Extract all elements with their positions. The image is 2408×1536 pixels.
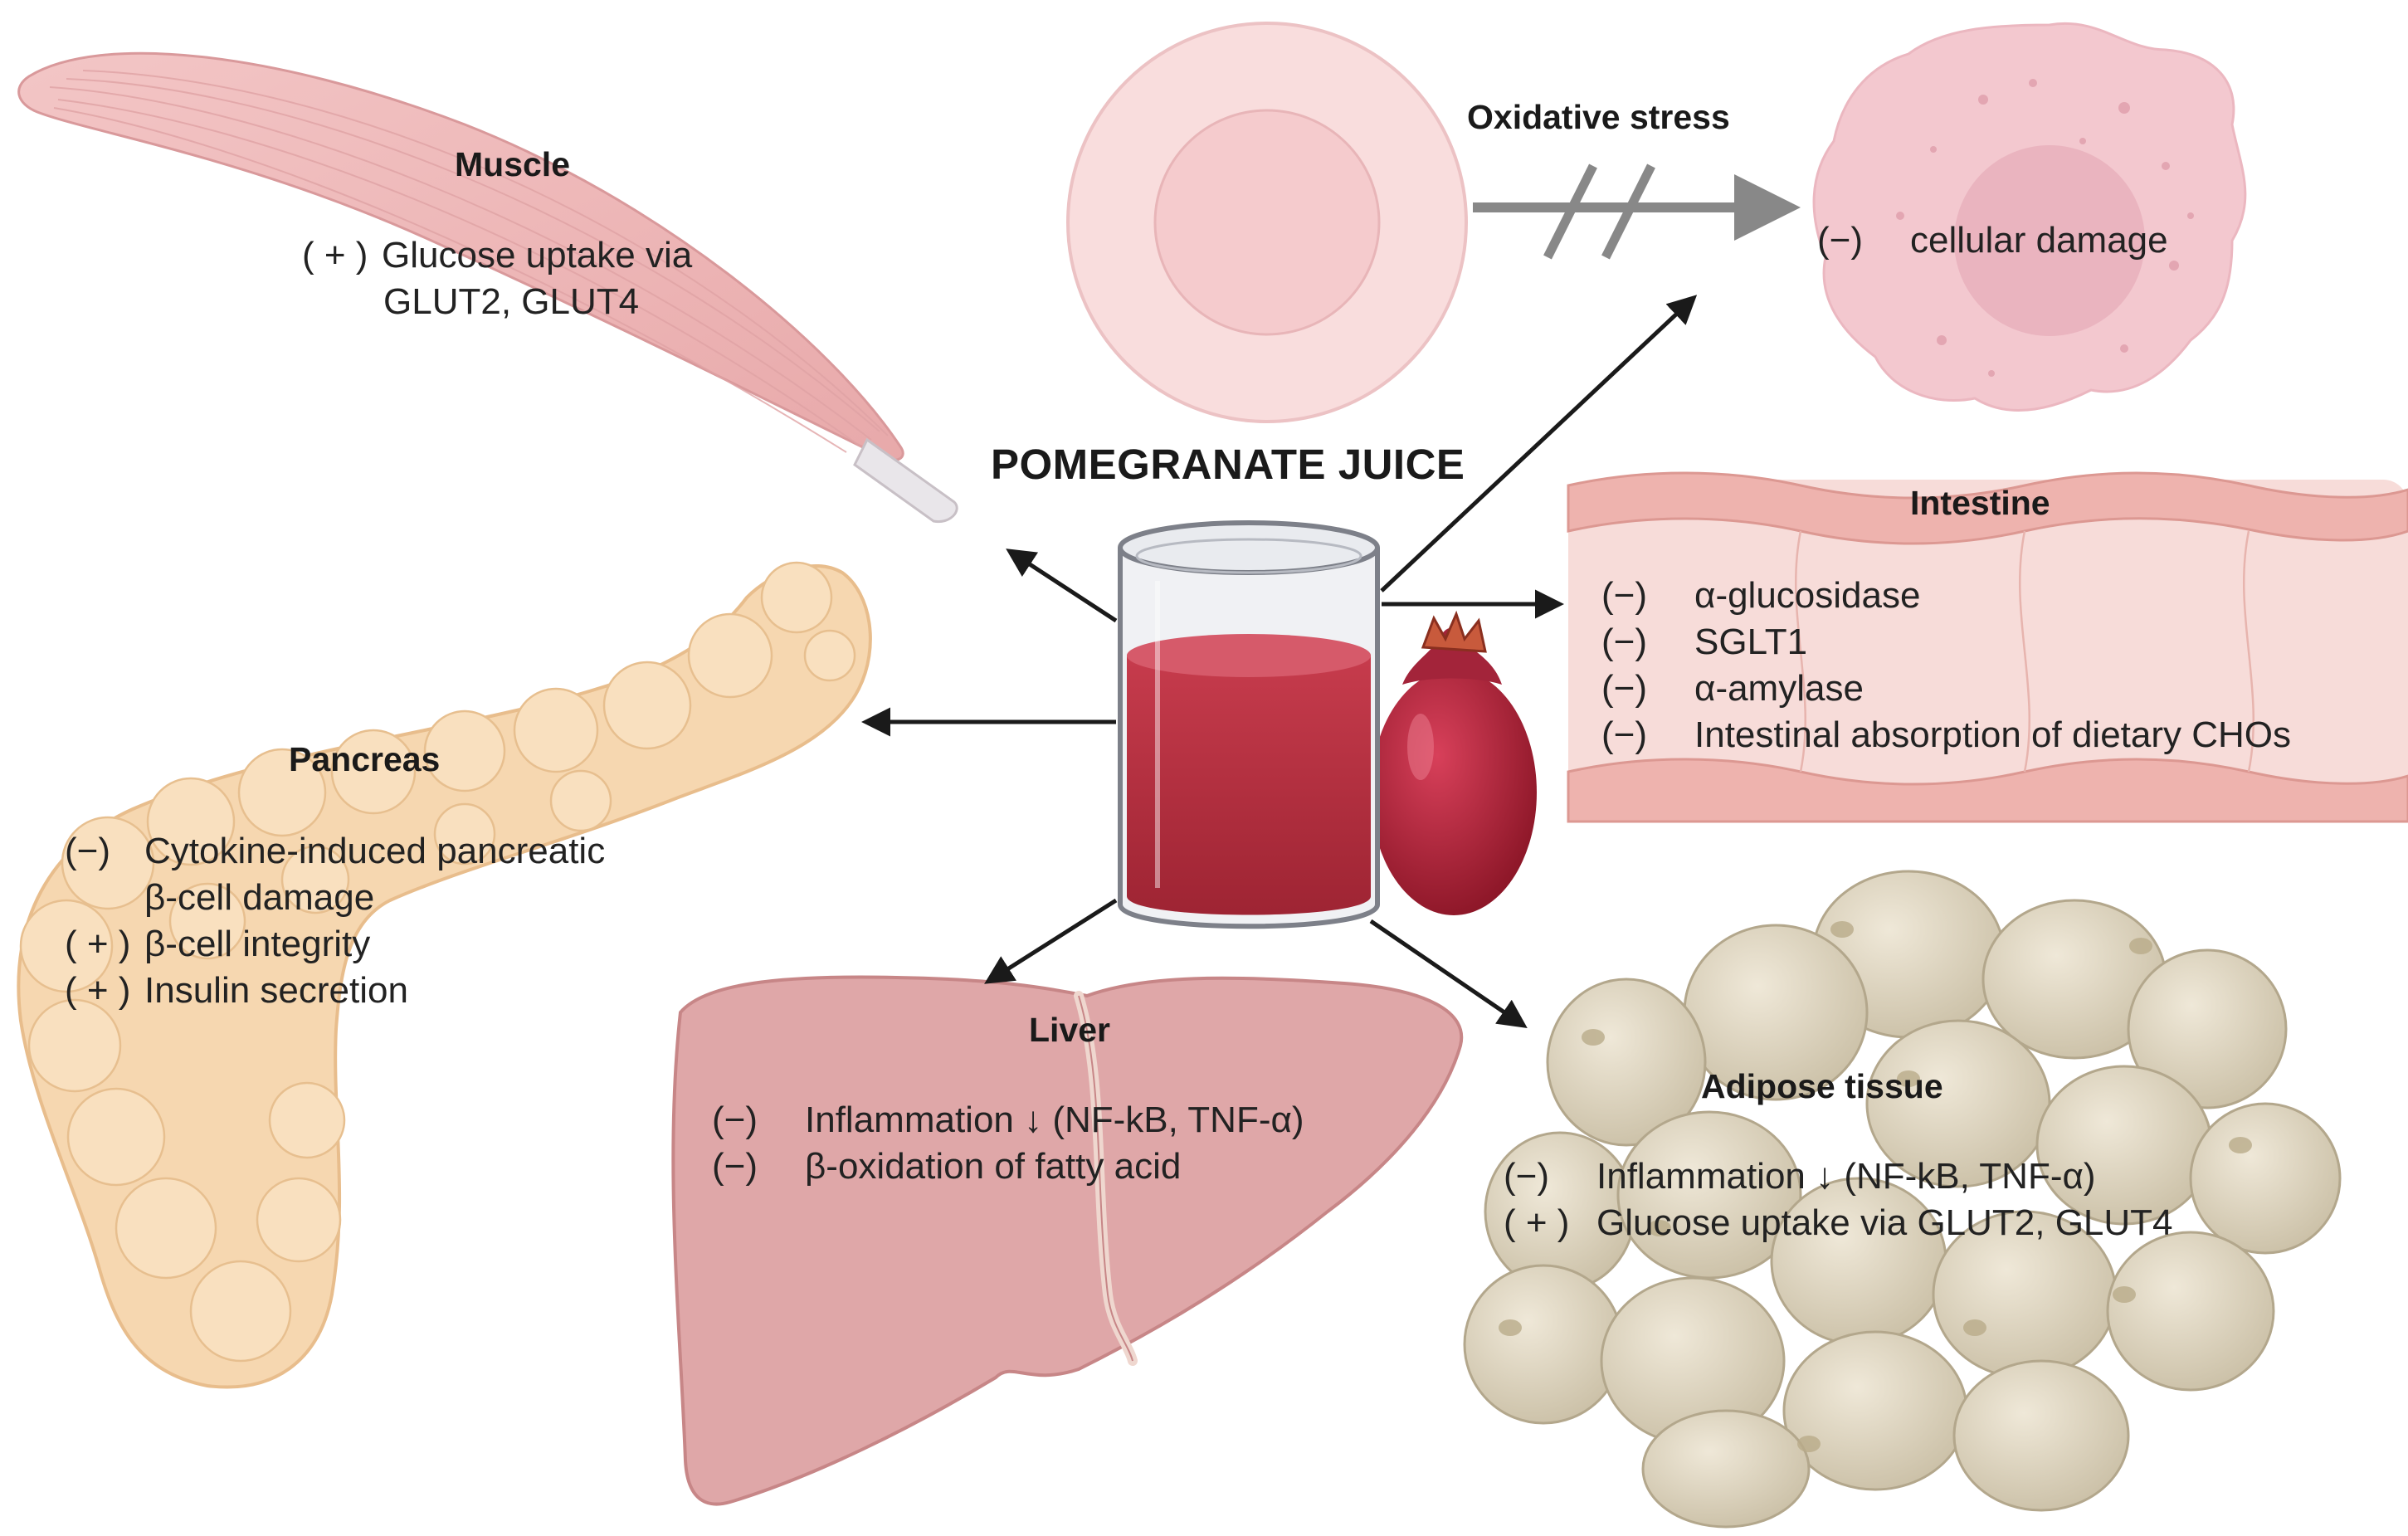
effect-row: (−) α-amylase bbox=[1601, 666, 2291, 712]
liver-effects: (−) Inflammation ↓ (NF-kB, TNF-α) (−) β-… bbox=[712, 1097, 1304, 1190]
effect-sign: (−) bbox=[65, 831, 110, 871]
intestine-effects: (−) α-glucosidase (−) SGLT1 (−) α-amylas… bbox=[1601, 573, 2291, 758]
blocked-arrow-icon bbox=[1473, 163, 1801, 260]
pancreas-icon bbox=[17, 561, 872, 1389]
effect-text: Insulin secretion bbox=[144, 970, 408, 1011]
effect-text: Intestinal absorption of dietary CHOs bbox=[1694, 714, 2292, 755]
effect-text: α-amylase bbox=[1694, 668, 1864, 709]
effect-sign: (−) bbox=[1601, 714, 1647, 755]
intestine-icon bbox=[1567, 471, 2408, 823]
effect-text: Inflammation ↓ (NF-kB, TNF-α) bbox=[1596, 1156, 2096, 1197]
arrow-to-liver bbox=[984, 898, 1118, 984]
effect-text: β-oxidation of fatty acid bbox=[805, 1146, 1182, 1187]
muscle-effects: ( + ) Glucose uptake via GLUT2, GLUT4 bbox=[302, 232, 692, 325]
effect-text: Cytokine-induced pancreatic bbox=[144, 831, 606, 871]
effect-row: (−) Inflammation ↓ (NF-kB, TNF-α) bbox=[712, 1097, 1304, 1143]
effect-sign: ( + ) bbox=[1504, 1202, 1570, 1243]
adipose-tissue-effects: (−) Inflammation ↓ (NF-kB, TNF-α) ( + ) … bbox=[1504, 1153, 2173, 1246]
effect-text: Inflammation ↓ (NF-kB, TNF-α) bbox=[805, 1100, 1304, 1140]
oxidative-stress-label: Oxidative stress bbox=[1467, 98, 1730, 136]
adipose-tissue-title: Adipose tissue bbox=[1701, 1067, 1943, 1105]
damaged-cell-icon bbox=[1812, 22, 2247, 412]
arrow-to-muscle bbox=[1006, 549, 1118, 623]
effect-row: GLUT2, GLUT4 bbox=[302, 279, 692, 325]
effect-row: ( + ) β-cell integrity bbox=[65, 921, 605, 968]
effect-sign: (−) bbox=[712, 1100, 758, 1140]
effect-sign: (−) bbox=[1817, 220, 1863, 261]
effect-text: α-glucosidase bbox=[1694, 575, 1921, 616]
effect-arrows bbox=[861, 295, 1698, 1028]
effect-row: (−) β-oxidation of fatty acid bbox=[712, 1143, 1304, 1190]
intestine-title: Intestine bbox=[1910, 484, 2050, 522]
effect-row: ( + ) Insulin secretion bbox=[65, 968, 605, 1014]
effect-text: SGLT1 bbox=[1694, 622, 1808, 662]
effect-row: (−) SGLT1 bbox=[1601, 619, 2291, 666]
effect-text: GLUT2, GLUT4 bbox=[383, 281, 640, 322]
pancreas-effects: (−) Cytokine-induced pancreatic β-cell d… bbox=[65, 828, 605, 1014]
liver-icon bbox=[671, 975, 1464, 1506]
pomegranate-icon bbox=[1371, 610, 1537, 915]
effect-row: (−) α-glucosidase bbox=[1601, 573, 2291, 619]
effect-sign: ( + ) bbox=[65, 970, 131, 1011]
effect-text: Glucose uptake via bbox=[382, 235, 693, 276]
effect-row: ( + ) Glucose uptake via GLUT2, GLUT4 bbox=[1504, 1200, 2173, 1246]
effect-sign: (−) bbox=[1504, 1156, 1549, 1197]
adipose-tissue-icon bbox=[1463, 870, 2342, 1529]
effect-sign: ( + ) bbox=[65, 924, 131, 964]
juice-glass-icon bbox=[1118, 520, 1380, 929]
effect-sign: ( + ) bbox=[302, 235, 368, 276]
liver-title: Liver bbox=[1029, 1011, 1110, 1049]
effect-sign: (−) bbox=[712, 1146, 758, 1187]
effect-row: (−) Inflammation ↓ (NF-kB, TNF-α) bbox=[1504, 1153, 2173, 1200]
pancreas-title: Pancreas bbox=[289, 740, 441, 778]
muscle-title: Muscle bbox=[455, 145, 570, 183]
effect-row: (−) Intestinal absorption of dietary CHO… bbox=[1601, 712, 2291, 758]
effect-text: β-cell integrity bbox=[144, 924, 371, 964]
effect-row: ( + ) Glucose uptake via bbox=[302, 232, 692, 279]
page-title: POMEGRANATE JUICE bbox=[991, 441, 1465, 488]
arrow-to-cell bbox=[1380, 295, 1698, 592]
cellular-damage-effect: (−) cellular damage bbox=[1817, 217, 2168, 264]
arrow-to-adipose bbox=[1369, 919, 1528, 1028]
healthy-cell-icon bbox=[1066, 22, 1468, 423]
effect-text: Glucose uptake via GLUT2, GLUT4 bbox=[1596, 1202, 2173, 1243]
effect-sign: (−) bbox=[1601, 668, 1647, 709]
effect-text: β-cell damage bbox=[144, 877, 375, 918]
effect-row: (−) Cytokine-induced pancreatic bbox=[65, 828, 605, 875]
effect-sign: (−) bbox=[1601, 575, 1647, 616]
effect-sign: (−) bbox=[1601, 622, 1647, 662]
effect-text: cellular damage bbox=[1910, 220, 2168, 261]
effect-row: β-cell damage bbox=[65, 875, 605, 921]
muscle-icon bbox=[17, 51, 958, 524]
